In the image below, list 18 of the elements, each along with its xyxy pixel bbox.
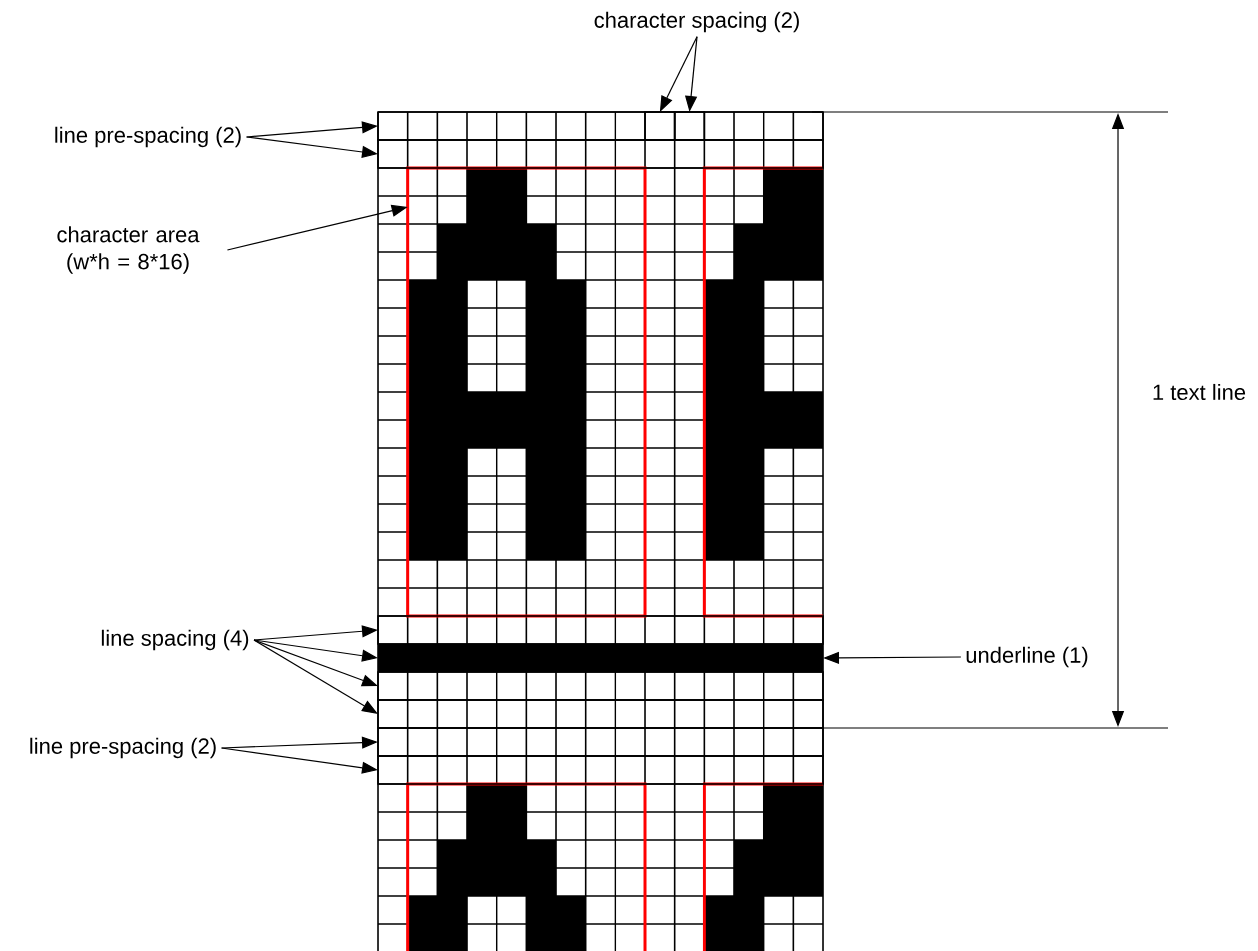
- cell-row: [377, 699, 824, 729]
- callout-text: character area (w*h = 8*16): [57, 226, 200, 274]
- callout-text: line pre-spacing (2): [30, 737, 216, 759]
- grid-cell: [644, 111, 676, 141]
- character-area-frame: [406, 166, 647, 618]
- cell-row: [377, 727, 824, 757]
- callout-text: underline (1): [966, 646, 1088, 668]
- cell-row: [377, 615, 824, 645]
- cell-row: [377, 111, 824, 141]
- callout-text: line pre-spacing (2): [55, 126, 241, 148]
- cell-row: [377, 139, 824, 169]
- callout-text: character spacing (2): [594, 11, 799, 33]
- leader-line: [253, 639, 378, 714]
- dimension-label: 1 text line: [1149, 381, 1249, 403]
- cell-row: [377, 755, 824, 785]
- cell-row: [377, 671, 824, 701]
- callout-text: line spacing (4): [101, 629, 249, 651]
- grid-cell: [673, 111, 706, 141]
